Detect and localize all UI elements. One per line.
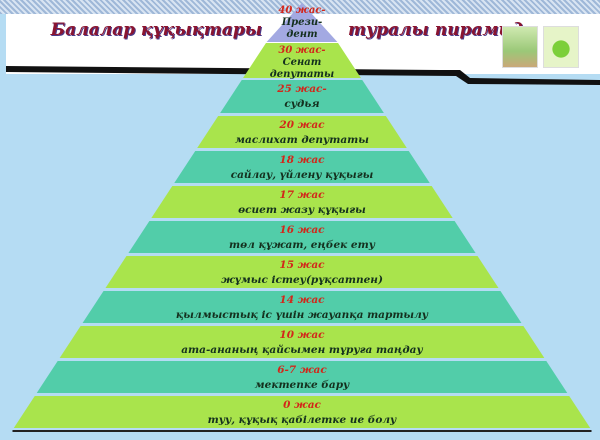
pyramid-level	[36, 361, 568, 393]
header-stripe	[6, 66, 600, 85]
pyramid-level	[59, 326, 545, 358]
level-label: маслихат депутаты	[235, 134, 369, 146]
pyramid-level	[220, 80, 384, 113]
level-label: судья	[284, 98, 319, 110]
level-label: Прези-	[281, 17, 323, 28]
level-label: төл құжат, еңбек ету	[229, 239, 376, 251]
pyramid-level	[105, 256, 499, 288]
level-age: 16 жас	[279, 224, 325, 236]
pyramid-level	[128, 221, 476, 253]
pyramid-level	[82, 291, 522, 323]
level-label: туу, құқық қабілетке ие болу	[208, 414, 397, 426]
level-age: 30 жас-	[278, 45, 325, 56]
pyramid-level	[174, 151, 430, 183]
level-label: депутаты	[270, 69, 334, 80]
level-label: қылмыстық іс үшін жауапқа тартылу	[176, 309, 429, 321]
level-label: сайлау, үйлену құқығы	[231, 168, 374, 181]
sprout-image	[502, 26, 538, 68]
pyramid-level	[197, 116, 407, 148]
level-age: 0 жас	[283, 399, 321, 411]
title-right: туралы пирамида	[348, 20, 534, 40]
level-label: дент	[286, 29, 317, 40]
pyramid-level	[151, 186, 453, 218]
level-age: 25 жас-	[276, 83, 327, 95]
level-label: жұмыс істеу(рұқсатпен)	[221, 274, 383, 286]
level-age: 14 жас	[279, 294, 325, 306]
level-label: ата-ананың қайсымен тұруға таңдау	[181, 343, 423, 356]
level-label: мектепке бару	[255, 379, 350, 391]
level-age: 40 жас-	[278, 5, 325, 16]
level-label: өсиет жазу құқығы	[238, 204, 366, 216]
level-age: 17 жас	[279, 189, 325, 201]
level-age: 20 жас	[278, 119, 325, 131]
pyramid-level	[266, 3, 338, 42]
pyramid-level	[13, 396, 591, 428]
leaves-image	[543, 26, 579, 68]
level-age: 15 жас	[279, 259, 325, 271]
level-age: 10 жас	[279, 329, 325, 341]
title-left: Балалар құқықтары	[50, 20, 262, 40]
level-label: Сенат	[283, 57, 322, 68]
level-age: 18 жас	[279, 154, 325, 166]
level-age: 6-7 жас	[277, 364, 327, 376]
pyramid-level	[243, 43, 361, 78]
